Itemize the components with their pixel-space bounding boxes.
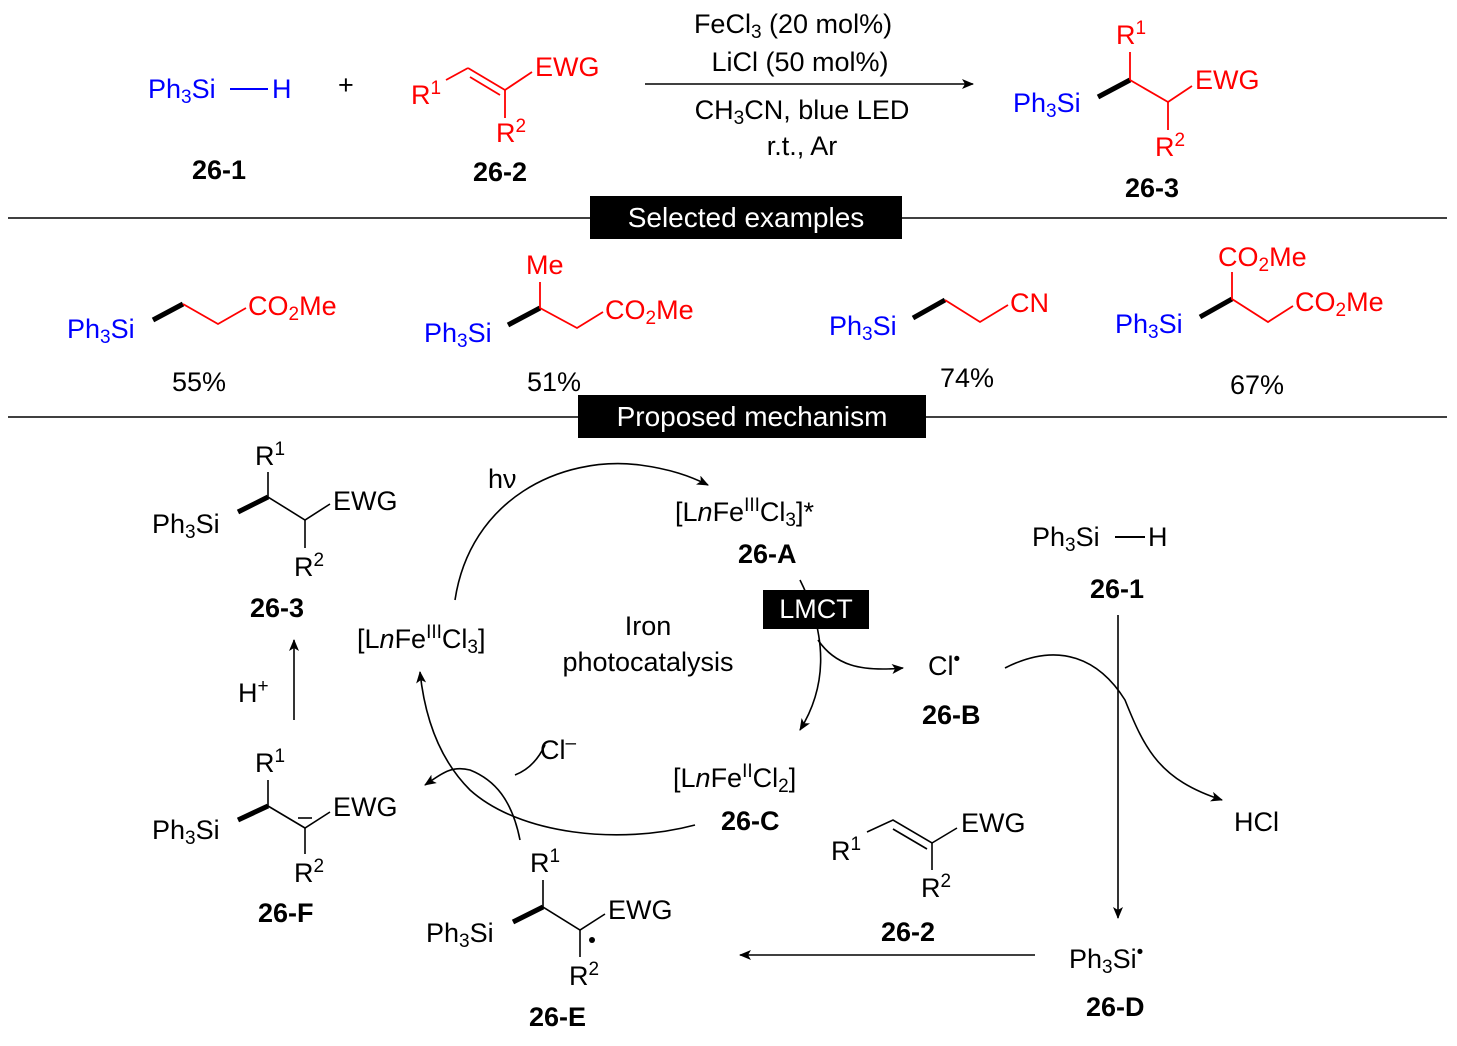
label-26-2: 26-2 <box>473 157 528 187</box>
label-mech-26-2: 26-2 <box>881 917 936 947</box>
intermediate-F-silyl: Ph3Si <box>152 815 220 849</box>
product-3-r1: R1 <box>255 439 286 471</box>
example-1-silyl: Ph3Si <box>67 314 135 348</box>
example-3-group: CN <box>1010 288 1049 318</box>
intermediate-F-r2: R2 <box>294 856 325 888</box>
product-ewg: EWG <box>1195 65 1260 95</box>
alkene-r1: R1 <box>411 78 442 110</box>
section-selected-examples: Selected examples <box>590 196 902 239</box>
hcl: HCl <box>1234 807 1279 837</box>
example-1-yield: 55% <box>172 367 227 397</box>
product-3-ewg: EWG <box>333 486 398 516</box>
example-4-yield: 67% <box>1230 370 1285 400</box>
section-proposed-mechanism: Proposed mechanism <box>578 395 926 438</box>
product-bonds <box>1129 52 1193 130</box>
condition-temperature-atmosphere: r.t., Ar <box>766 131 838 161</box>
plus-sign: + <box>338 70 354 100</box>
condition-additive: LiCl (50 mol%) <box>711 47 889 77</box>
label-26-3: 26-3 <box>1125 173 1180 203</box>
label-26-F: 26-F <box>258 898 314 928</box>
reduction-arrow <box>416 671 696 836</box>
fe-ii-species: [LnFeIICl2] <box>673 761 797 797</box>
cl-minus-arrow <box>424 767 521 841</box>
photoexcitation-arrow <box>454 462 709 601</box>
mech-alkene-ewg: EWG <box>961 808 1026 838</box>
intermediate-E-r1: R1 <box>530 846 561 878</box>
cl-radical-arrow <box>817 639 904 674</box>
center-label-iron: Iron <box>624 611 672 641</box>
alkene-ewg: EWG <box>535 52 600 82</box>
example-4-silyl: Ph3Si <box>1115 309 1183 343</box>
silane-hydrogen: H <box>272 74 292 104</box>
example-3-silyl: Ph3Si <box>829 311 897 345</box>
intermediate-F-ewg: EWG <box>333 792 398 822</box>
silane-reagent: Ph3Si <box>148 74 216 108</box>
intermediate-E-ewg: EWG <box>608 895 673 925</box>
h-plus: H+ <box>238 676 269 708</box>
chlorine-radical: Cl• <box>928 649 961 681</box>
label-26-A: 26-A <box>738 539 797 569</box>
product-r2: R2 <box>1155 130 1186 162</box>
mech-alkene-r2: R2 <box>921 871 952 903</box>
label-26-C: 26-C <box>721 806 780 836</box>
chloride-anion: Cl– <box>540 733 577 765</box>
label-product-26-3: 26-3 <box>250 593 305 623</box>
alkene-bonds <box>445 67 533 118</box>
intermediate-E-silyl: Ph3Si <box>426 918 494 952</box>
hat-arrow <box>1004 654 1223 802</box>
fe-iii-excited: [LnFeIIICl3]* <box>675 495 815 531</box>
mech-alkene-r1: R1 <box>831 834 862 866</box>
product-3-silyl: Ph3Si <box>152 509 220 543</box>
label-mech-26-1: 26-1 <box>1090 574 1145 604</box>
intermediate-F-r1: R1 <box>255 746 286 778</box>
hv-label: hν <box>488 464 517 494</box>
product-3-r2: R2 <box>294 550 325 582</box>
condition-catalyst: FeCl3 (20 mol%) <box>693 9 893 43</box>
example-1-group: CO2Me <box>248 291 337 325</box>
label-26-D: 26-D <box>1086 992 1145 1022</box>
condition-solvent-light: CH3CN, blue LED <box>694 95 910 129</box>
label-26-1: 26-1 <box>192 155 247 185</box>
product-si-bond <box>1096 77 1132 100</box>
label-26-E: 26-E <box>529 1002 587 1032</box>
center-label-photocatalysis: photocatalysis <box>562 647 734 677</box>
product-r1: R1 <box>1116 18 1147 50</box>
fe-iii-catalyst: [LnFeIIICl3] <box>357 622 486 658</box>
example-2-silyl: Ph3Si <box>424 318 492 352</box>
silyl-radical: Ph3Si• <box>1069 942 1144 978</box>
mech-silane: Ph3Si <box>1032 522 1100 556</box>
lmct-label: LMCT <box>763 590 869 629</box>
alkene-r2: R2 <box>496 116 527 148</box>
example-2-group: CO2Me <box>605 295 694 329</box>
example-2-yield: 51% <box>527 367 582 397</box>
intermediate-E-r2: R2 <box>569 959 600 991</box>
example-2-methyl: Me <box>526 250 564 280</box>
mech-silane-h: H <box>1148 522 1168 552</box>
product-silyl: Ph3Si <box>1013 88 1081 122</box>
label-26-B: 26-B <box>922 700 981 730</box>
example-4-group: CO2Me <box>1295 287 1384 321</box>
example-3-yield: 74% <box>940 363 995 393</box>
example-4-ester-1: CO2Me <box>1218 242 1307 276</box>
